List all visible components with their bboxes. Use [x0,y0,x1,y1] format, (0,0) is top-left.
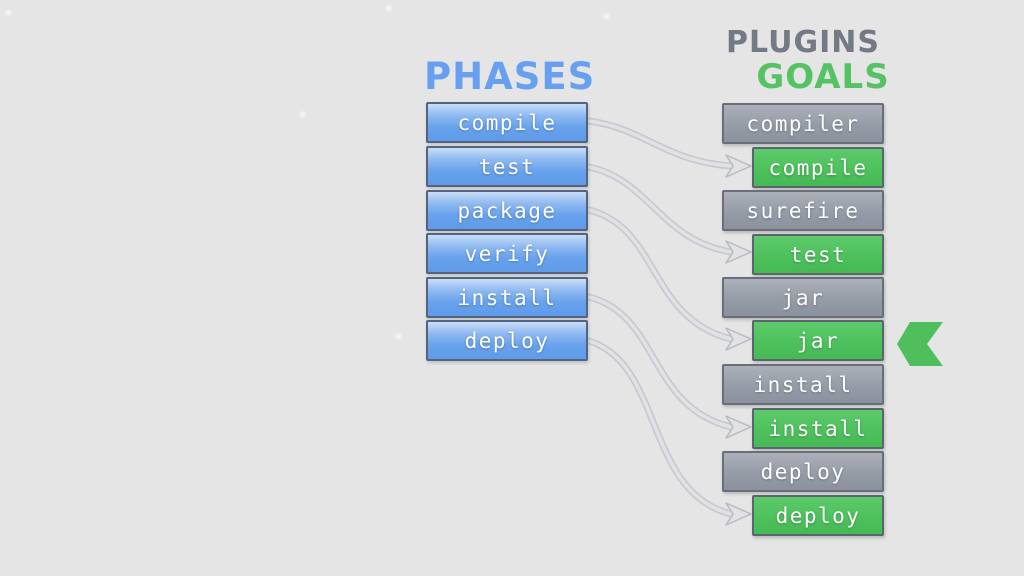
plugin-label: install [753,372,853,397]
arrowhead-icon [725,327,752,351]
arrowhead-icon [725,240,752,264]
goal-box-test: test [752,234,884,275]
goal-label: compile [768,155,868,180]
goal-box-deploy: deploy [752,495,884,536]
snow-speck [396,334,401,339]
plugin-label: compiler [746,111,860,136]
goal-box-compile: compile [752,147,884,188]
phase-label: test [478,154,536,179]
plugin-box-jar: jar [722,277,884,318]
phase-box-verify: verify [426,233,588,274]
phases-column-title: PHASES [424,55,596,98]
phase-box-install: install [426,277,588,318]
plugins-column-title: PLUGINS [726,25,880,60]
plugin-box-compiler: compiler [722,103,884,144]
snow-speck [604,14,609,19]
plugin-label: surefire [746,198,860,223]
phase-box-deploy: deploy [426,320,588,361]
phase-box-package: package [426,190,588,231]
phase-label: install [457,285,557,310]
goal-label: install [768,416,868,441]
phase-label: deploy [464,328,550,353]
plugin-box-install: install [722,364,884,405]
plugin-box-surefire: surefire [722,190,884,231]
plugin-box-deploy: deploy [722,451,884,492]
snow-speck [386,6,391,11]
arrowhead-icon [725,502,752,526]
goal-box-install: install [752,408,884,449]
plugin-label: jar [781,285,825,310]
phase-label: verify [464,241,550,266]
phase-box-test: test [426,146,588,187]
goal-box-jar: jar [752,320,884,361]
phase-label: compile [457,110,557,135]
goal-label: deploy [775,503,861,528]
plugin-label: deploy [760,459,846,484]
goal-label: jar [796,328,840,353]
snow-speck [6,10,11,15]
snow-speck [300,112,305,117]
goal-label: test [789,242,847,267]
arrowhead-icon [725,415,752,439]
phase-box-compile: compile [426,102,588,143]
phase-label: package [457,198,557,223]
arrowhead-icon [725,154,752,178]
current-goal-chevron-left-icon [897,322,943,366]
goals-column-title: GOALS [756,57,890,97]
